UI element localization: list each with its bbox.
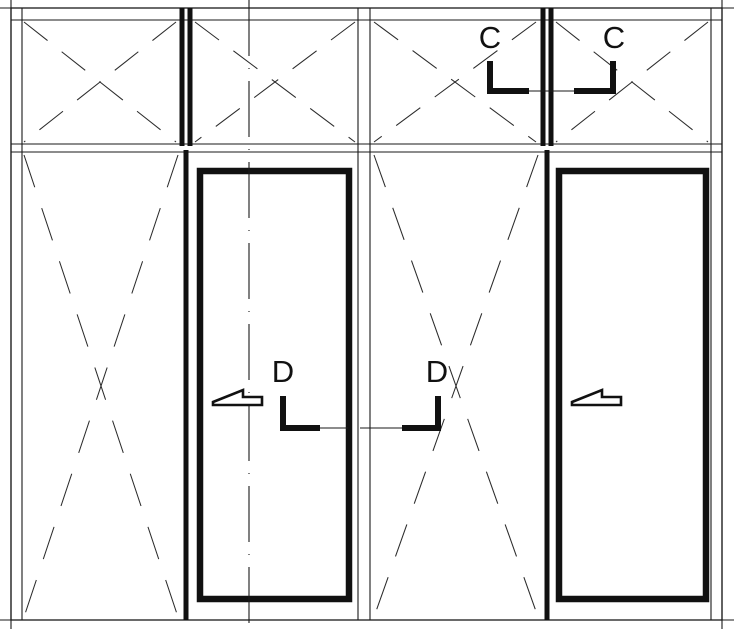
glazing-hatch-line <box>373 154 539 618</box>
sliding-sash-left-frame[interactable] <box>196 167 353 603</box>
handle-left-sash[interactable] <box>211 388 264 407</box>
section-mark-c-left-bracket <box>487 61 529 94</box>
glazing-hatch-line <box>194 21 356 143</box>
section-mark-d-right[interactable]: D <box>360 354 448 431</box>
section-mark-d-left-bracket <box>280 396 320 431</box>
section-mark-c-right-bracket <box>574 61 616 94</box>
lower-glazing-hatch-group <box>23 154 539 618</box>
section-mark-d-left[interactable]: D <box>272 354 348 431</box>
glazing-hatch-line <box>23 21 177 143</box>
section-mark-d-right-label: D <box>426 354 448 389</box>
section-mark-c-left[interactable]: C <box>479 20 548 94</box>
section-mark-d-right-bracket <box>402 396 441 431</box>
transom-mullion-group <box>179 8 554 146</box>
transom-divider <box>11 143 722 153</box>
lower-panel-outlines <box>357 8 371 620</box>
handle-arrow-icon[interactable] <box>570 388 623 407</box>
section-mark-c-right[interactable]: C <box>546 20 625 94</box>
sliding-sash-left[interactable] <box>196 167 353 603</box>
sliding-sash-right-frame[interactable] <box>555 167 710 603</box>
section-mark-c-left-label: C <box>479 20 501 55</box>
handle-arrow-icon[interactable] <box>211 388 264 407</box>
sliding-sash-right[interactable] <box>555 167 710 603</box>
lower-mullion-group <box>183 150 550 620</box>
transom-glazing-hatch-group <box>23 21 709 143</box>
glazing-hatch-line <box>555 21 709 143</box>
outer-frame-rect <box>10 7 723 621</box>
handle-right-sash[interactable] <box>570 388 623 407</box>
glazing-hatch-line <box>373 21 537 143</box>
section-mark-c-right-label: C <box>603 20 625 55</box>
section-mark-d-left-label: D <box>272 354 294 389</box>
glazing-hatch-line <box>23 154 179 618</box>
